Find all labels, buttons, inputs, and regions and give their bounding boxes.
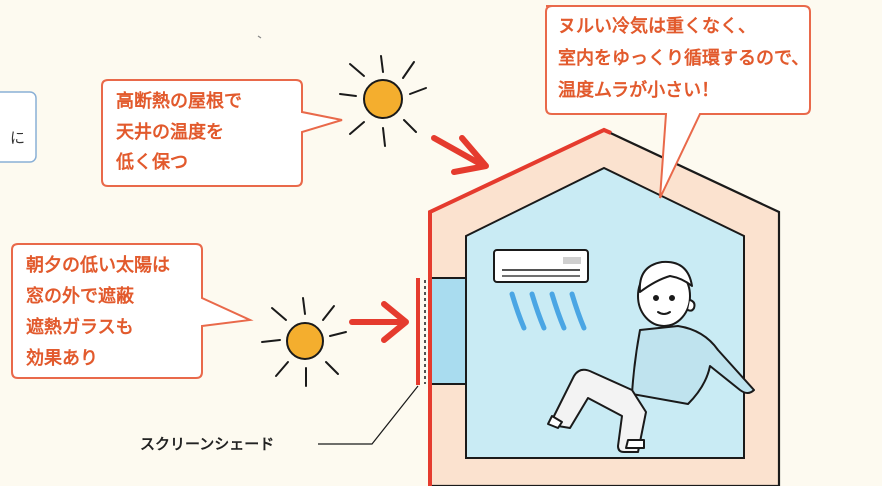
screen-shade-label: スクリーンシェード	[140, 385, 419, 453]
person-icon	[547, 260, 755, 453]
heat-arrow-icon	[349, 301, 409, 343]
house-icon	[416, 127, 781, 486]
callout-low-sun: 朝夕の低い太陽は 窓の外で遮蔽 遮熱ガラスも 効果あり	[11, 243, 254, 379]
sun-icon	[261, 297, 347, 387]
callout-roof-line-3: 低く保つ	[115, 151, 188, 173]
left-side-panel: に	[0, 91, 37, 163]
callout-low-sun-line-3: 遮熱ガラスも	[26, 316, 134, 338]
callout-roof-line-2: 天井の温度を	[116, 121, 224, 143]
callout-low-sun-line-2: 窓の外で遮蔽	[26, 285, 135, 307]
callout-low-sun-line-1: 朝夕の低い太陽は	[26, 254, 170, 276]
heat-arrow-icon	[431, 135, 489, 175]
air-conditioner-icon	[493, 249, 589, 283]
airflow-icon	[509, 291, 587, 331]
callout-aircon-line-1: ヌルい冷気は重くなく、	[558, 15, 756, 37]
callout-aircon-line-3: 温度ムラが小さい！	[558, 79, 719, 101]
window	[429, 277, 467, 385]
callout-roof-line-1: 高断熱の屋根で	[116, 90, 242, 112]
callout-low-sun-line-4: 効果あり	[26, 347, 98, 369]
callout-aircon-line-2: 室内をゆっくり循環するので、	[558, 47, 809, 69]
screen-shade-text: スクリーンシェード	[140, 435, 274, 453]
sun-icon	[339, 55, 427, 147]
callout-roof: 高断熱の屋根で 天井の温度を 低く保つ	[101, 79, 343, 187]
left-panel-text: に	[10, 129, 25, 147]
insulated-roof	[428, 127, 612, 486]
callout-aircon: ヌルい冷気は重くなく、 室内をゆっくり循環するので、 温度ムラが小さい！	[545, 5, 811, 199]
